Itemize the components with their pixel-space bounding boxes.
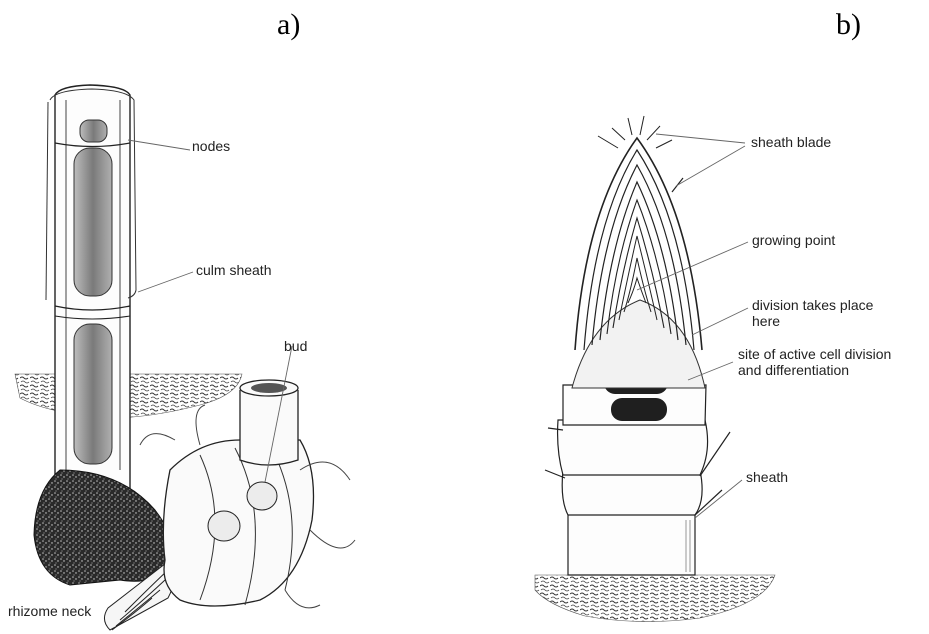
label-nodes: nodes: [192, 138, 230, 155]
rhizome: [140, 380, 355, 608]
label-division-line1: division takes place: [752, 297, 873, 314]
leader-division: [692, 308, 748, 335]
label-rhizome-neck: rhizome neck: [8, 603, 91, 620]
label-division-line2: here: [752, 313, 780, 330]
label-culm-sheath: culm sheath: [196, 262, 271, 279]
culm: [46, 85, 136, 495]
leader-sheath-blade-2: [676, 146, 745, 186]
leader-nodes: [128, 140, 190, 150]
bud-shape: [247, 482, 277, 510]
panel-a-drawing: [15, 85, 355, 630]
soil-surface-b: [535, 575, 775, 622]
label-sheath: sheath: [746, 469, 788, 486]
panel-b-letter: b): [836, 8, 861, 42]
label-growing-point: growing point: [752, 232, 835, 249]
root-mass: [34, 470, 173, 585]
label-bud: bud: [284, 338, 307, 355]
leader-culm-sheath: [138, 272, 193, 292]
division-zone-lower: [611, 398, 667, 421]
panel-a-letter: a): [277, 8, 300, 42]
label-sheath-blade: sheath blade: [751, 134, 831, 151]
label-active-line2: and differentiation: [738, 362, 849, 379]
label-active-line1: site of active cell division: [738, 346, 891, 363]
